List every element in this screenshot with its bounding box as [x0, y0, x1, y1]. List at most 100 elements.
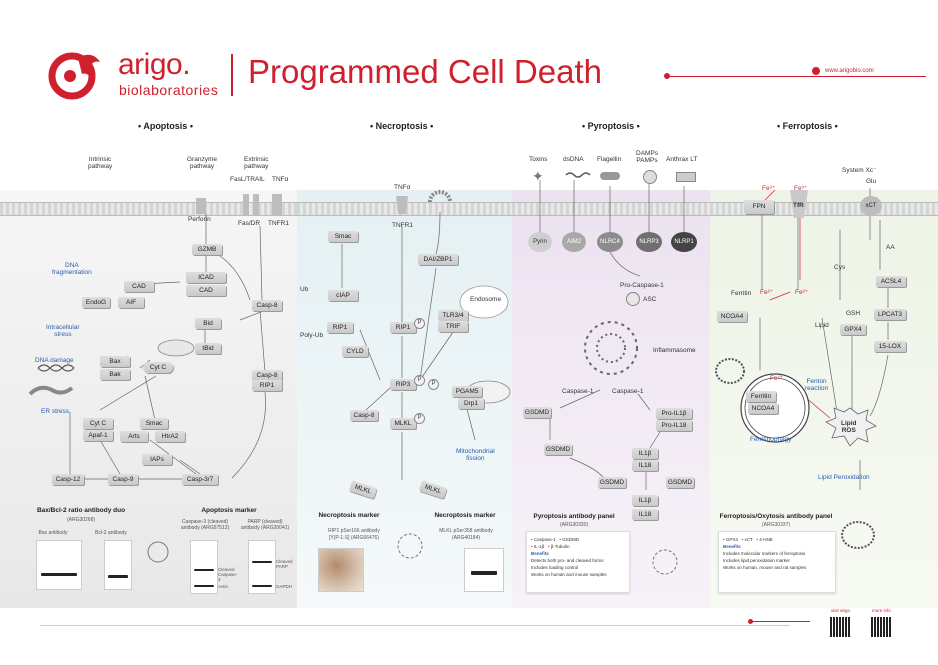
bcl2-antibody-label: Bcl-2 antibody	[95, 530, 127, 536]
brand-subtitle: biolaboratories	[119, 82, 219, 98]
caspase3-blot	[190, 540, 218, 594]
tnfr1-label: TNFR1	[268, 220, 289, 227]
intrinsic-pathway-label: Intrinsic pathway	[88, 156, 113, 170]
pyroptosis-panel-catalog: (ARG30330)	[559, 522, 589, 528]
parp-blot	[248, 540, 276, 594]
il18-node: IL18	[632, 460, 658, 471]
qr-code-more-info-icon[interactable]	[871, 617, 891, 637]
ciap-node: cIAP	[328, 290, 358, 301]
qr-code-visit-icon[interactable]	[830, 617, 850, 637]
title-line	[668, 76, 926, 77]
ferro-item-1: GPX4	[725, 537, 738, 542]
il1b-node-2: IL1β	[632, 495, 658, 506]
caspase1-label-left: Caspase-1	[562, 388, 594, 395]
pro-il1b-node: Pro-IL1β	[656, 408, 692, 419]
fe2-label-b: Fe²⁺	[795, 289, 809, 296]
fe2-label-a: Fe²⁺	[760, 289, 774, 296]
bid-node: Bid	[195, 318, 221, 329]
footer-divider	[40, 625, 790, 626]
lipid-peroxidation-label: Lipid Peroxidation	[818, 474, 870, 481]
section-pyroptosis: • Pyroptosis •	[582, 121, 640, 131]
cleaved-caspase3-label: Cleaved Caspase-3	[218, 567, 238, 582]
inflammasome-label: Inflammasome	[653, 347, 696, 354]
website-link[interactable]: www.arigobio.com	[825, 68, 874, 74]
htra2-node: HtrA2	[155, 431, 185, 442]
pyro-benefit-3: Works on human and mouse samples	[531, 572, 607, 577]
pyro-benefits-heading: Benefits	[531, 551, 549, 556]
globe-icon	[812, 67, 820, 75]
bax-blot	[36, 540, 82, 590]
cleaved-parp-label: Cleaved PARP	[276, 559, 293, 569]
aa-label: AA	[886, 244, 895, 251]
pgam5-node: PGAM5	[452, 386, 482, 397]
apoptosis-marker-title: Apoptosis marker	[201, 507, 257, 514]
pro-il18-node: Pro-IL18	[656, 420, 692, 431]
gsh-label: GSH	[846, 310, 861, 317]
fe2-label-c: Fe²⁺	[770, 375, 784, 382]
phospho-badge-rip3b: P	[428, 379, 439, 390]
tlr-node: TLR3/4	[438, 310, 468, 321]
ferroptosis-panel-title: Ferroptosis/Oxytosis antibody panel	[719, 513, 833, 520]
bax-antibody-label: Bax antibody	[38, 530, 68, 536]
arts-node: Arts	[120, 431, 148, 442]
necro-tnfa-label: TNFα	[394, 184, 411, 191]
section-necroptosis: • Necroptosis •	[370, 121, 434, 131]
rip1-node: RIP1	[252, 380, 282, 391]
dna-damage-label: DNA damage	[35, 357, 74, 364]
more-info-label: more info	[872, 608, 891, 613]
bax-node: Bax	[100, 356, 130, 367]
rip1-node-left: RIP1	[327, 322, 353, 333]
ferro-item-2: xCT	[744, 537, 753, 542]
section-apoptosis: • Apoptosis •	[138, 121, 193, 131]
fe3-label-a: Fe³⁺	[762, 185, 776, 192]
smac-node: Smac	[328, 231, 358, 242]
fe3-label-b: Fe³⁺	[794, 185, 808, 192]
il1b-node: IL1β	[632, 448, 658, 459]
lipid-ros-label: Lipid ROS	[841, 420, 857, 434]
aim2-node: AIM2	[562, 232, 586, 252]
tfr-label: TfR	[793, 202, 804, 209]
smac-node: Smac	[140, 418, 168, 429]
cad-node-1: CAD	[186, 285, 226, 296]
header-divider	[231, 54, 233, 96]
caspase1-label-right: Caspase-1	[612, 388, 644, 395]
il18-node-2: IL18	[632, 509, 658, 520]
aif-node: AIF	[118, 297, 144, 308]
title-line-dot	[664, 73, 670, 79]
iaps-node: IAPs	[142, 454, 172, 465]
bcl2-blot	[104, 540, 132, 590]
anthrax-icon	[676, 172, 696, 182]
ferro-benefit-3: Works on human, mouse and rat samples	[723, 565, 807, 570]
tnfa-label: TNFα	[272, 176, 289, 183]
pyroptosis-membrane	[512, 202, 710, 216]
gzmb-node: GZMB	[192, 244, 222, 255]
bak-node: Bak	[100, 369, 130, 380]
nlrc4-node: NLRC4	[597, 232, 623, 252]
pyrin-node: Pyrin	[528, 232, 552, 252]
necroptosis-marker-title-1: Necroptosis marker	[318, 512, 380, 519]
pyroptosis-panel-title: Pyroptosis antibody panel	[533, 513, 615, 520]
actin-label: Actin	[218, 584, 229, 589]
bax-bcl2-catalog: (ARG30268)	[66, 517, 96, 523]
cytc2-node: Cyt C	[83, 418, 113, 429]
arigo-logo-icon	[48, 52, 100, 100]
tbid-node: tBid	[195, 343, 221, 354]
poly-ub-label: Poly-Ub	[300, 332, 324, 339]
endog-node: EndoG	[82, 297, 110, 308]
apoptosis-membrane	[0, 202, 297, 216]
ferritin-label: Ferritin	[731, 290, 752, 297]
casp9-node: Casp-9	[108, 474, 138, 485]
page-title: Programmed Cell Death	[248, 53, 602, 90]
perforin-label: Perforin	[188, 216, 211, 223]
gsdmd-node-1: GSDMD	[523, 407, 551, 418]
system-xc-label: System Xc⁻	[842, 167, 877, 174]
er-stress-label: ER stress	[41, 408, 70, 415]
lipid-label: Lipid	[815, 322, 829, 329]
ferroptosis-panel-card: • GPX4 • xCT • 4-HNE Benefits Includes m…	[718, 531, 836, 593]
dna-fragmentation-label: DNA fragmentation	[52, 262, 92, 276]
gsdmd-node-4: GSDMD	[666, 477, 694, 488]
parp-antibody-label: PARP (cleaved) antibody (ARG20041)	[240, 519, 290, 531]
pyro-benefit-1: Detects both pro- and cleaved forms	[531, 558, 604, 563]
dai-zbp1-node: DAI/ZBP1	[418, 254, 458, 265]
cyld-node: CYLD	[342, 346, 368, 357]
